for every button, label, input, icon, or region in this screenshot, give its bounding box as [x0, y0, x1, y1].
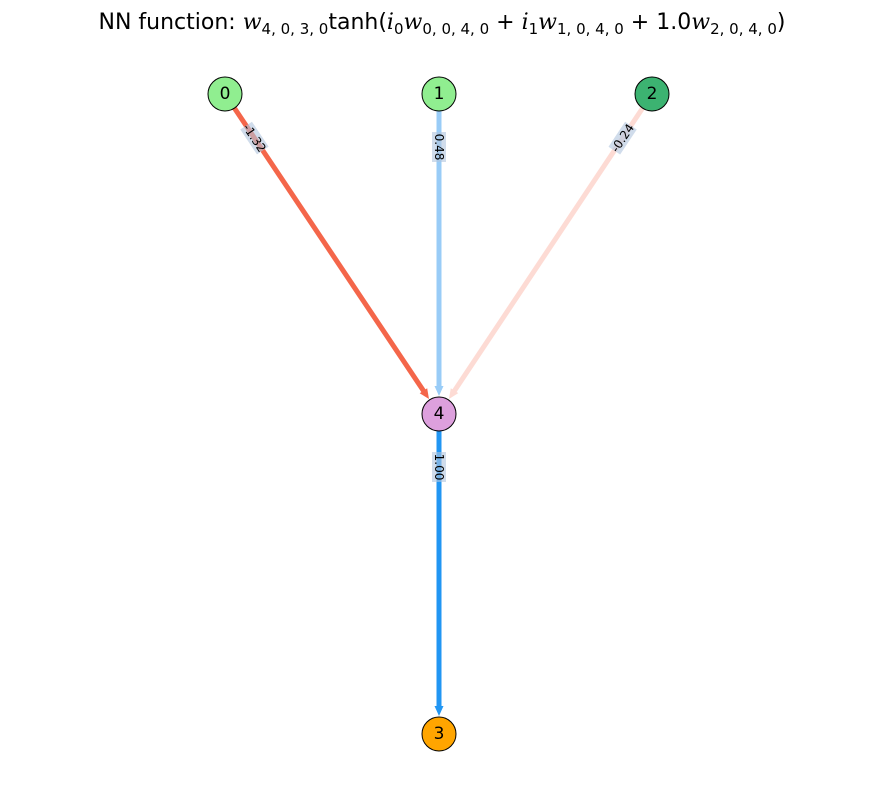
node-circle [421, 76, 457, 112]
title-term1-weight-sub: 0, 0, 4, 0 [422, 20, 490, 38]
edge-label-text: -1.32 [240, 121, 269, 155]
edge-1-4: 0.48 [432, 94, 446, 396]
node-label: 2 [647, 84, 658, 104]
title-func: tanh( [328, 10, 387, 35]
edge-arrowhead [434, 706, 444, 716]
title-plus-1: + [489, 10, 522, 35]
edge-label-text: -0.24 [608, 121, 637, 155]
diagram-title: NN function: w4, 0, 3, 0tanh(i0w0, 0, 4,… [0, 10, 884, 50]
edge-label-box [608, 121, 637, 155]
title-term3-weight: w [691, 10, 711, 35]
edge-label: 1.00 [432, 452, 446, 482]
node-label: 1 [434, 84, 445, 104]
node-3: 3 [421, 716, 457, 752]
node-0: 0 [207, 76, 243, 112]
title-close: ) [776, 10, 786, 35]
title-term2-input: i [521, 10, 529, 35]
title-term1-input: i [386, 10, 394, 35]
edge-2-4: -0.24 [448, 92, 655, 400]
edge-4-3: 1.00 [432, 414, 446, 716]
node-circle [207, 76, 243, 112]
node-label: 0 [220, 84, 231, 104]
node-1: 1 [421, 76, 457, 112]
node-4: 4 [421, 396, 457, 432]
edge-label-box [432, 132, 446, 162]
title-plus-2: + [623, 10, 657, 35]
edge-label-text: 1.00 [432, 454, 446, 481]
title-outer-weight: w [242, 10, 262, 35]
title-term2-weight-sub: 1, 0, 4, 0 [557, 20, 624, 38]
edge-label: -1.32 [240, 121, 269, 155]
edge-label: 0.48 [432, 132, 446, 162]
node-circle [421, 716, 457, 752]
title-term3-const: 1.0 [656, 10, 692, 35]
edge-label-box [432, 452, 446, 482]
node-circle [634, 76, 670, 112]
title-term2-weight: w [538, 10, 558, 35]
node-2: 2 [634, 76, 670, 112]
title-outer-weight-sub: 4, 0, 3, 0 [261, 20, 329, 38]
title-term3-weight-sub: 2, 0, 4, 0 [710, 20, 777, 38]
node-label: 3 [434, 724, 445, 744]
edge-arrowhead [434, 386, 444, 396]
title-term2-input-sub: 1 [528, 20, 539, 38]
title-term1-input-sub: 0 [393, 20, 404, 38]
title-prefix: NN function: [98, 10, 243, 35]
node-label: 4 [434, 404, 445, 424]
edge-arrowhead [448, 388, 459, 400]
edge-label-text: 0.48 [432, 134, 446, 161]
title-term1-weight: w [403, 10, 423, 35]
edge-label-box [240, 121, 269, 155]
edge-arrowhead [419, 388, 429, 400]
node-circle [421, 396, 457, 432]
edge-label: -0.24 [608, 121, 637, 155]
edge-0-4: -1.32 [222, 92, 429, 400]
